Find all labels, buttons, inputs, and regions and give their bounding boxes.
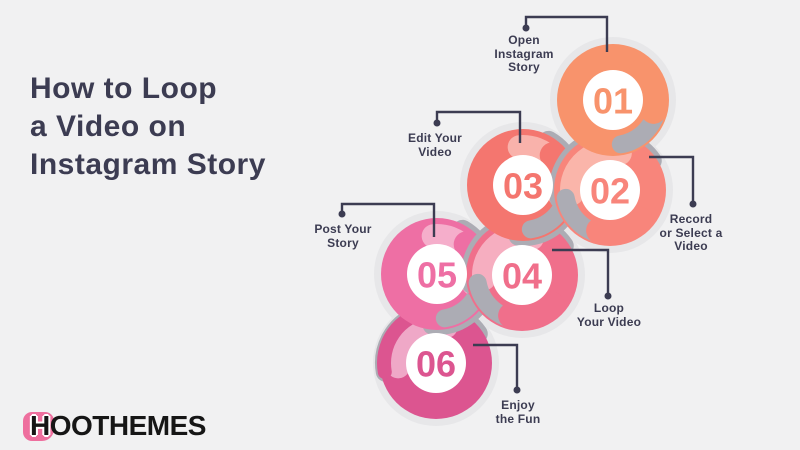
step-inner-circle-01 (583, 70, 643, 130)
logo-badge-icon (23, 412, 54, 441)
step-number-03: 03 (503, 166, 543, 207)
connector-line-02 (649, 155, 695, 204)
step-inner-circle-06 (406, 333, 466, 393)
connector-line-06 (473, 343, 519, 390)
swirl-tip-02 (586, 206, 653, 245)
connector-dot-04 (604, 292, 612, 300)
step-number-02: 02 (590, 171, 630, 212)
step-label-03: Edit Your Video (407, 131, 463, 159)
connector-line-01 (524, 15, 609, 52)
swirl-tip-04 (498, 291, 565, 330)
logo-letter-h: H (30, 410, 50, 441)
connector-dot-03 (433, 119, 441, 127)
connector-dot-02 (689, 200, 697, 208)
step-number-01: 01 (593, 81, 633, 122)
step-inner-circle-03 (493, 155, 553, 215)
step-number-06: 06 (416, 344, 456, 385)
step-label-06: Enjoy the Fun (495, 398, 541, 426)
swirl-tip-01 (629, 57, 668, 124)
step-label-05: Post Your Story (314, 222, 372, 250)
logo-wordmark: HOOTHEMES (30, 410, 206, 442)
step-label-01: Open Instagram Story (494, 33, 554, 74)
page-title: How to Loop a Video on Instagram Story (30, 72, 266, 181)
step-inner-circle-05 (407, 244, 467, 304)
step-inner-circle-02 (580, 160, 640, 220)
brand-logo: HOOTHEMES (23, 407, 243, 445)
connector-line-05 (340, 202, 436, 237)
step-inner-circle-04 (492, 245, 552, 305)
connector-dot-01 (522, 24, 530, 32)
step-label-02: Record or Select a Video (659, 212, 723, 253)
connector-dot-06 (513, 386, 521, 394)
connector-line-04 (552, 248, 610, 296)
connector-dot-05 (338, 210, 346, 218)
step-number-04: 04 (502, 256, 542, 297)
logo-rest-text: OOTHEMES (49, 410, 207, 441)
step-number-05: 05 (417, 255, 457, 296)
connector-line-03 (435, 110, 522, 143)
step-label-04: Loop Your Video (576, 301, 642, 329)
